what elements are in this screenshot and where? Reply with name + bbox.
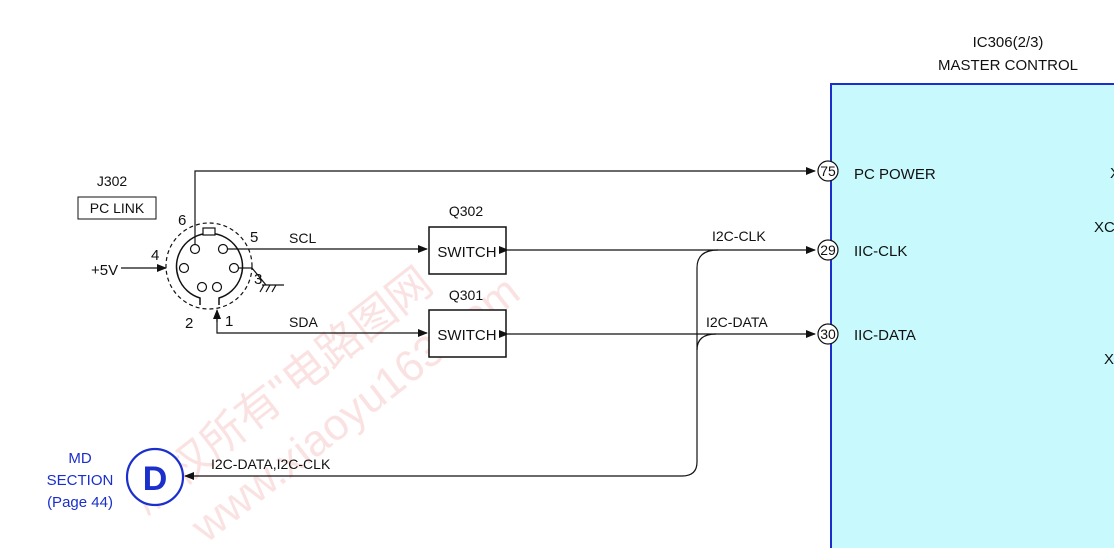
i2c-bus-wire: [184, 249, 719, 480]
pin-number-2: 2: [185, 315, 193, 332]
pin-6-hole: [189, 243, 201, 255]
pin-4-hole: [178, 262, 190, 274]
ic-pin-29: 29 IIC-CLK: [817, 239, 907, 261]
q301-ref: Q301: [449, 287, 483, 303]
supply-label: +5V: [91, 262, 118, 279]
ic-pin-75: 75 PC POWER: [817, 160, 936, 183]
i2c-data-branch: [696, 333, 717, 351]
ic-pin-30: 30 IIC-DATA: [817, 323, 916, 345]
i2c-bus-label: I2C-DATA,I2C-CLK: [211, 456, 331, 472]
pin-1-hole: [211, 281, 223, 293]
ic306-block: [830, 83, 1114, 548]
connector-shield: [165, 222, 253, 310]
ic-pin-29-name: IIC-CLK: [854, 243, 907, 260]
ic-pin-75-name: PC POWER: [854, 166, 936, 183]
offpage-text-1: MD: [68, 450, 91, 467]
ic-name-label: MASTER CONTROL: [938, 57, 1078, 74]
ic-pin-29-number: 29: [820, 242, 836, 258]
sda-label: SDA: [289, 314, 318, 330]
pin-number-4: 4: [151, 247, 159, 264]
cut-label-1: X: [1110, 165, 1114, 182]
pc-link-box: [77, 196, 157, 220]
connector-j302: J302 PC LINK 1 2 3 4 5 6: [77, 173, 262, 332]
pin-number-3: 3: [254, 271, 262, 288]
i2c-data-label: I2C-DATA: [706, 314, 768, 330]
connector-key: [202, 227, 216, 236]
offpage-letter: D: [143, 460, 168, 498]
pc-power-wire: [194, 167, 816, 244]
q301-switch-box: [428, 309, 507, 358]
connector-ref: J302: [97, 173, 128, 189]
offpage-connector-d: D MD SECTION (Page 44): [47, 447, 185, 511]
pin-number-1: 1: [225, 313, 233, 330]
ic-pin-30-number: 30: [820, 326, 836, 342]
i2c-clk-label: I2C-CLK: [712, 228, 766, 244]
pin-3-hole: [228, 262, 240, 274]
offpage-text-2: SECTION: [47, 472, 114, 489]
ic-ref-label: IC306(2/3): [973, 34, 1044, 51]
cut-label-3: X: [1104, 351, 1114, 368]
pin-5-hole: [217, 243, 229, 255]
connector-name: PC LINK: [90, 200, 145, 216]
q302-label: SWITCH: [437, 244, 496, 261]
pin-2-hole: [196, 281, 208, 293]
ic-pin-30-name: IIC-DATA: [854, 327, 916, 344]
ic-pin-75-number: 75: [820, 163, 836, 179]
cut-label-2: XC: [1094, 219, 1114, 236]
pin-number-5: 5: [250, 229, 258, 246]
offpage-circle: [125, 447, 185, 507]
q301-label: SWITCH: [437, 327, 496, 344]
ground-symbol: [238, 267, 284, 293]
scl-label: SCL: [289, 230, 316, 246]
pin-number-6: 6: [178, 212, 186, 229]
q302-ref: Q302: [449, 203, 483, 219]
offpage-text-3: (Page 44): [47, 494, 113, 511]
